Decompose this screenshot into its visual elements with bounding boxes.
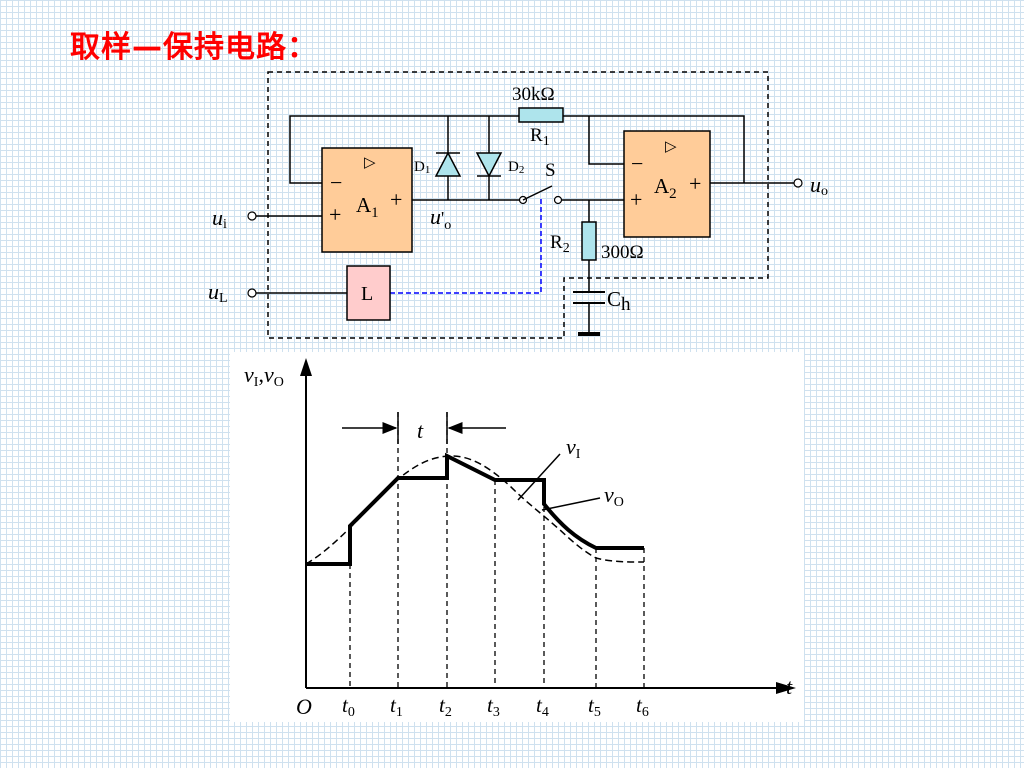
y-axis-label: vI,vO <box>244 362 284 390</box>
switch-s[interactable] <box>518 185 563 205</box>
vi-label: vI <box>566 434 581 462</box>
a2-plus-left: + <box>630 187 642 212</box>
switch-label: S <box>545 160 556 181</box>
r1-label: R1 <box>530 125 550 149</box>
tick-t2: t2 <box>439 693 452 720</box>
a1-triangle-icon: ▷ <box>364 155 376 171</box>
origin-label: O <box>296 694 312 719</box>
enclosure-dashed-border <box>267 71 769 339</box>
control-line-dashed <box>390 198 542 294</box>
a2-plus-right: + <box>689 171 701 196</box>
ch-label: Ch <box>607 287 631 315</box>
sample-hold-circuit: 30kΩ R1 R2 300Ω S D1 D2 ▷ − + + A1 ▷ − +… <box>208 71 828 339</box>
uo-label: uo <box>810 172 828 199</box>
tick-t6: t6 <box>636 693 649 720</box>
slide-title: 取样—保持电路： <box>70 30 318 65</box>
ul-label: uL <box>208 279 228 306</box>
resistor-r1 <box>518 107 564 123</box>
a2-triangle-icon: ▷ <box>665 139 677 155</box>
vo-leader-line <box>541 497 601 511</box>
tick-t5: t5 <box>588 693 601 720</box>
opamp-a2 <box>623 130 711 238</box>
ui-label: ui <box>212 205 227 232</box>
tick-t3: t3 <box>487 693 500 720</box>
terminal-ui[interactable] <box>247 211 257 221</box>
terminal-uo[interactable] <box>793 178 803 188</box>
diode-d1 <box>434 151 462 177</box>
r2-value: 300Ω <box>601 242 644 263</box>
interval-dimension <box>342 412 506 444</box>
x-axis-label: t <box>786 674 793 699</box>
resistor-r2 <box>581 221 597 261</box>
a2-minus: − <box>631 151 643 176</box>
y-axis-arrow <box>300 358 312 376</box>
r2-label: R2 <box>550 232 570 256</box>
tick-t0: t0 <box>342 693 355 720</box>
a1-label: A1 <box>356 193 379 221</box>
logic-block-l <box>346 265 391 321</box>
capacitor-ch <box>573 291 605 304</box>
waveform-panel: vI,vO t O t vI vO t0 t1 t2 t3 t4 t5 t6 <box>230 352 804 722</box>
waveform-diagram: vI,vO t O t vI vO t0 t1 t2 t3 t4 t5 t6 <box>244 358 796 720</box>
tick-t4: t4 <box>536 693 549 720</box>
d1-label: D1 <box>414 159 430 176</box>
a1-minus: − <box>330 170 342 195</box>
uo-prime-label: u'o <box>430 204 451 233</box>
vo-output-curve <box>306 452 644 566</box>
vo-label: vO <box>604 482 624 510</box>
logic-label: L <box>361 283 373 305</box>
a1-plus-right: + <box>390 187 402 212</box>
a1-plus-left: + <box>329 202 341 227</box>
d2-label: D2 <box>508 159 524 176</box>
a2-label: A2 <box>654 174 677 202</box>
terminal-ul[interactable] <box>247 288 257 298</box>
x-axis-arrow <box>776 682 796 694</box>
interval-label: t <box>417 418 424 443</box>
tick-t1: t1 <box>390 693 403 720</box>
r1-value: 30kΩ <box>512 84 555 105</box>
diode-d2 <box>475 152 503 178</box>
vi-leader-line <box>517 453 561 501</box>
opamp-a1 <box>321 147 413 253</box>
